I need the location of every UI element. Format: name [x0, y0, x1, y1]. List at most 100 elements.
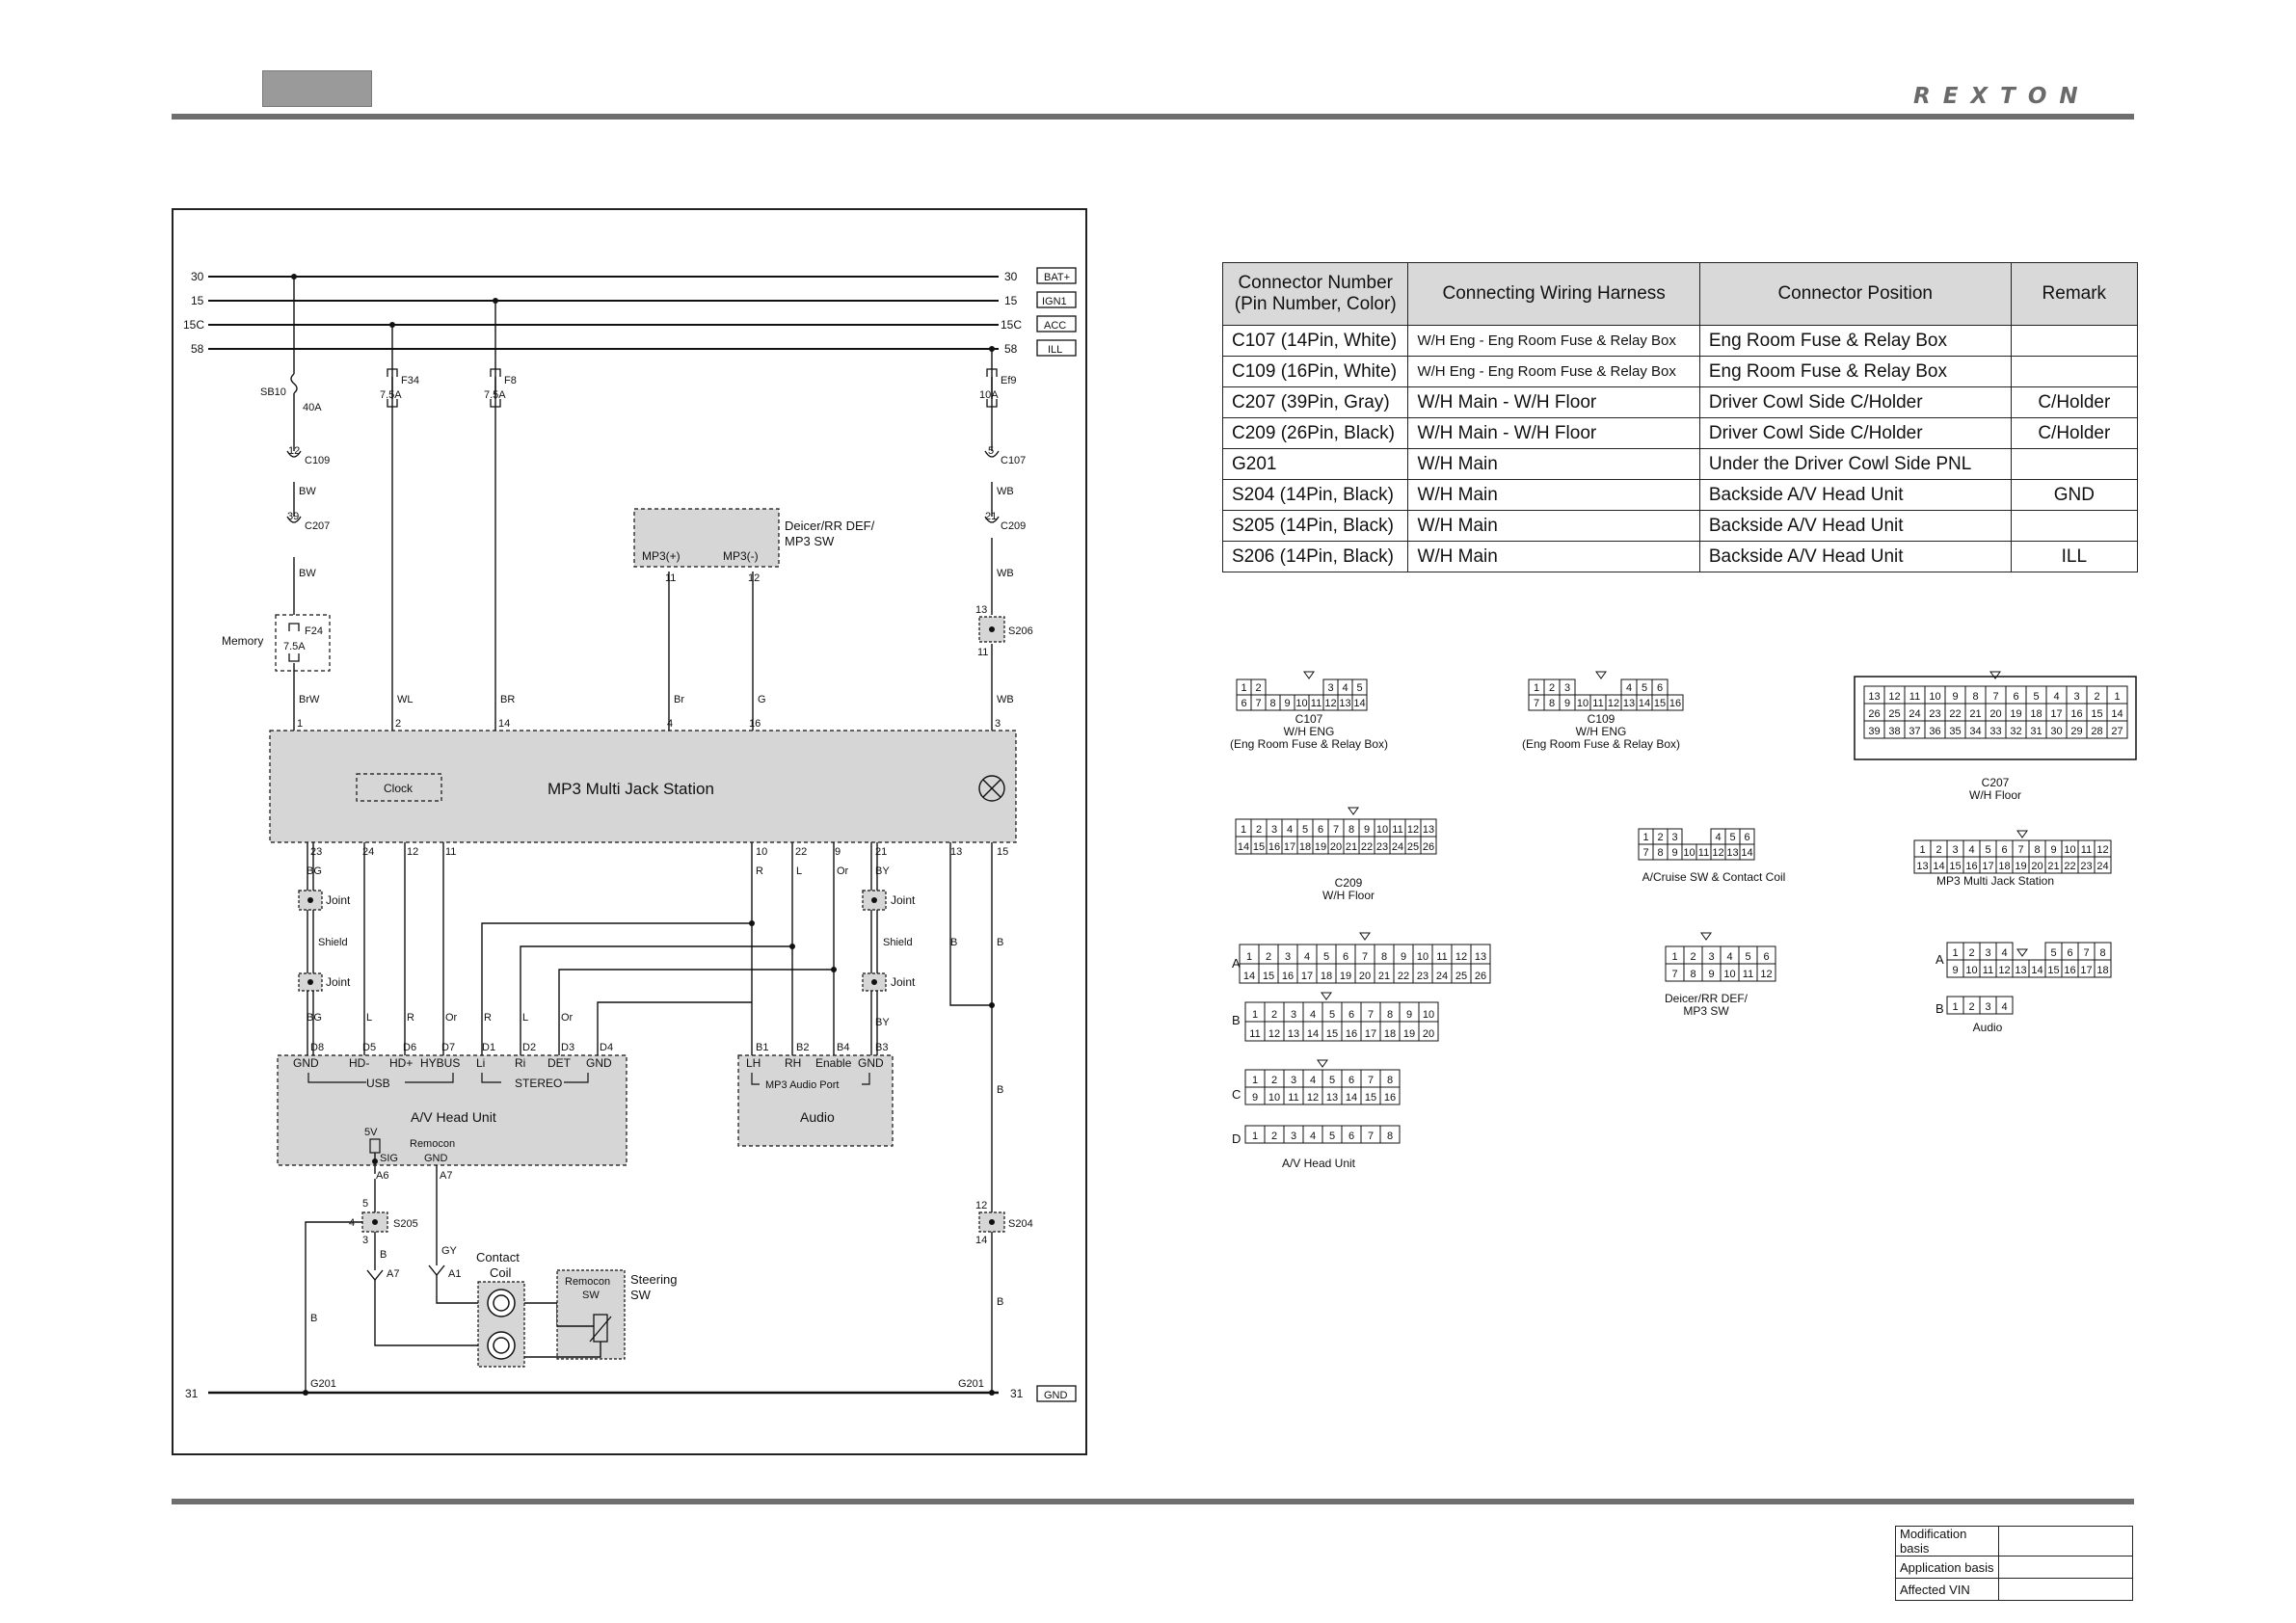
pin-number: 3 [1671, 832, 1677, 843]
pin-cell [2106, 720, 2128, 739]
wire-l-audio: L [796, 865, 802, 877]
cell [2010, 448, 2139, 480]
pin-number: 20 [1989, 708, 2001, 720]
pin-number: 4 [1310, 1131, 1316, 1142]
footer-rule [172, 1499, 2134, 1504]
c107-label: C107 [1001, 455, 1026, 466]
pin-number: 6 [1348, 1009, 1354, 1021]
pin-number: 8 [1269, 698, 1275, 709]
pin-number: 11 [2081, 844, 2092, 856]
pin-number: 23 [1376, 841, 1388, 853]
wire-r-audio: R [756, 865, 763, 877]
header-connector-number: Connector Number (Pin Number, Color) [1221, 262, 1409, 326]
pin-number: 13 [1726, 847, 1738, 859]
pin-number: 27 [2111, 726, 2122, 737]
fuse-f24: F24 [305, 625, 323, 637]
av-pin-d3: D3 [561, 1042, 574, 1053]
pin-number: 18 [1321, 971, 1332, 982]
av-pin-a6: A6 [376, 1170, 388, 1182]
pin-number: 20 [1423, 1028, 1434, 1040]
cell: C/Holder [2010, 386, 2139, 418]
cell: S205 (14Pin, Black) [1221, 510, 1409, 542]
pin-number: 14 [2031, 965, 2042, 976]
rail-58-left: 58 [191, 342, 204, 356]
wiring-diagram: 30 15 15C 58 30 15 15C 58 BAT+ IGN1 ACC … [172, 208, 1087, 1455]
pin-number: 1 [1671, 951, 1677, 963]
s206-pin-out: 11 [977, 647, 988, 658]
cell [2010, 356, 2139, 387]
c209-label: C209 [1001, 520, 1026, 532]
pin-number: 16 [1965, 861, 1977, 872]
pin-number: 16 [2070, 708, 2082, 720]
cell: C/Holder [2010, 417, 2139, 449]
pin-number: 10 [1965, 965, 1977, 976]
cell: Driver Cowl Side C/Holder [1698, 386, 2012, 418]
deicer-pin-mp3minus: MP3(-) [723, 549, 759, 563]
wire-g: G [758, 694, 766, 705]
pin-number: 5 [1745, 951, 1750, 963]
pin-number: 17 [2080, 965, 2092, 976]
cell: Under the Driver Cowl Side PNL [1698, 448, 2012, 480]
header-tab [262, 70, 372, 107]
cell: W/H Main [1407, 448, 1700, 480]
pin-number: 12 [1307, 1092, 1319, 1104]
pin-number: 11 [1698, 847, 1709, 859]
key-triangle [2016, 948, 2028, 957]
pin-number: 7 [1368, 1075, 1374, 1086]
pin-number: 13 [1288, 1028, 1299, 1040]
joint-right-2: Joint [891, 975, 916, 989]
pin-cell [1995, 996, 2014, 1015]
c207-pin: 39 [287, 511, 299, 522]
pin-number: 7 [2017, 844, 2023, 856]
mp3-pin-14: 14 [498, 718, 510, 730]
wire-bg-2: BG [307, 1012, 322, 1024]
av-5v: 5V [364, 1127, 378, 1138]
pin-number: 15 [1263, 971, 1274, 982]
ground-31-right: 31 [1010, 1387, 1024, 1400]
cell: C209 (26Pin, Black) [1221, 417, 1409, 449]
pin-number: 2 [1266, 951, 1271, 963]
pin-cell [2094, 959, 2112, 978]
pin-a1: A1 [448, 1268, 461, 1280]
pin-number: 6 [1348, 1075, 1354, 1086]
mp3-out-11: 11 [445, 846, 456, 858]
pin-number: 19 [1403, 1028, 1415, 1040]
modification-basis-label: Modification basis [1895, 1526, 1999, 1556]
pin-number: 6 [1348, 1131, 1354, 1142]
wire-l-stereo: L [522, 1012, 528, 1024]
cell: GND [2010, 479, 2139, 511]
c209-pin: 21 [985, 511, 997, 522]
pin-number: 1 [1241, 824, 1246, 836]
audio-label-enable: Enable [815, 1056, 852, 1070]
pin-number: 19 [1340, 971, 1351, 982]
stereo-label: STEREO [515, 1077, 562, 1090]
header-rule [172, 114, 2134, 120]
pin-number: 6 [2067, 947, 2072, 959]
av-remocon: Remocon [410, 1138, 455, 1150]
pin-number: 9 [1952, 965, 1958, 976]
pin-number: 2 [1271, 1075, 1277, 1086]
pin-number: 15 [2047, 965, 2059, 976]
key-triangle [2016, 830, 2028, 838]
av-pin-d1: D1 [482, 1042, 495, 1053]
s204-pin-out: 14 [975, 1235, 987, 1246]
application-basis-value [1998, 1556, 2133, 1579]
rail-15-left: 15 [191, 294, 204, 307]
pin-number: 15 [1654, 698, 1666, 709]
pin-number: 4 [1626, 682, 1632, 694]
pin-number: 6 [1318, 824, 1323, 836]
pin-number: 4 [2001, 1001, 2007, 1013]
pin-number: 5 [2033, 691, 2039, 703]
shield-right: Shield [883, 937, 913, 948]
pin-number: 7 [1362, 951, 1368, 963]
rail-ign1-label: IGN1 [1042, 296, 1067, 307]
av-label-gnd: GND [293, 1056, 319, 1070]
avhead-row-c: C [1232, 1087, 1241, 1102]
s204-pin-in: 12 [975, 1200, 987, 1211]
key-triangle [1359, 932, 1371, 941]
cell: C109 (16Pin, White) [1221, 356, 1409, 387]
